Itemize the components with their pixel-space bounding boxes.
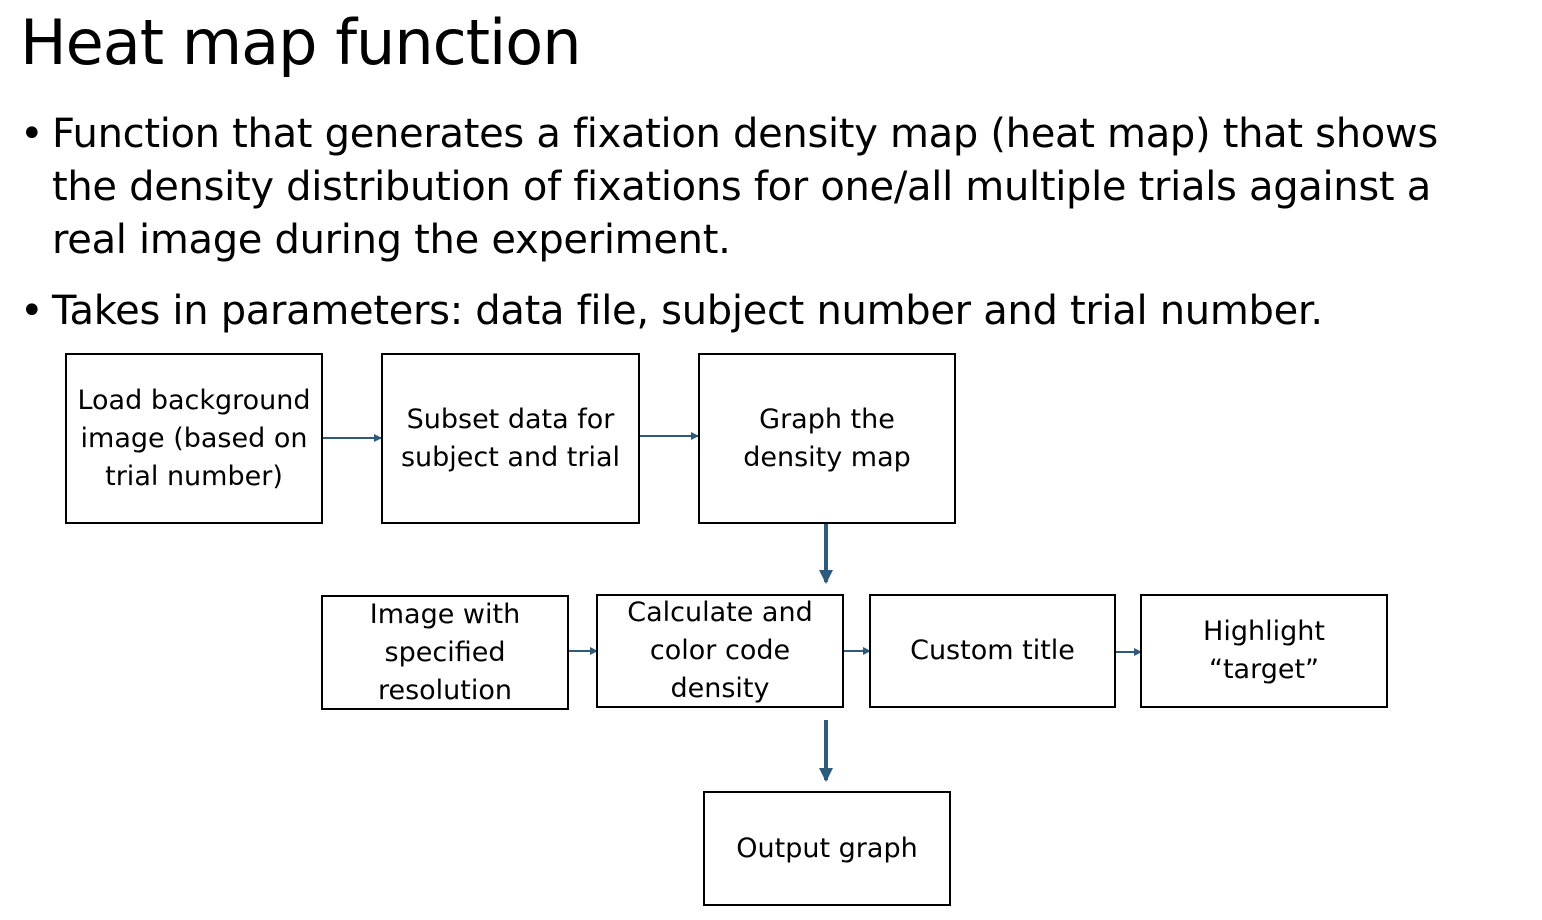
node-label: Load background image (based on trial nu… (77, 384, 311, 492)
bullet-text: Function that generates a fixation densi… (52, 111, 1438, 263)
bullet-text: Takes in parameters: data file, subject … (52, 288, 1323, 334)
node-graph-density: Graph the density map (698, 353, 956, 524)
node-label: Calculate and color code density (627, 597, 813, 704)
bullet-item: • Function that generates a fixation den… (0, 108, 1542, 267)
node-label: Output graph (736, 832, 918, 864)
node-calculate-color: Calculate and color code density (596, 594, 844, 708)
bullet-dot-icon: • (20, 111, 44, 157)
bullet-list: • Function that generates a fixation den… (0, 108, 1542, 356)
node-load-background: Load background image (based on trial nu… (65, 353, 323, 524)
bullet-item: • Takes in parameters: data file, subjec… (0, 285, 1542, 338)
node-label: Subset data for subject and trial (400, 403, 621, 473)
node-label: Custom title (910, 635, 1075, 666)
node-label: Image with specified resolution (369, 598, 521, 706)
node-output-graph: Output graph (703, 791, 951, 906)
node-subset-data: Subset data for subject and trial (381, 353, 640, 524)
node-highlight-target: Highlight “target” (1140, 594, 1388, 708)
node-image-resolution: Image with specified resolution (321, 595, 569, 710)
node-label: Graph the density map (743, 403, 911, 473)
bullet-dot-icon: • (20, 288, 44, 334)
node-label: Highlight “target” (1203, 616, 1325, 685)
node-custom-title: Custom title (869, 594, 1116, 708)
slide-title: Heat map function (20, 6, 581, 79)
